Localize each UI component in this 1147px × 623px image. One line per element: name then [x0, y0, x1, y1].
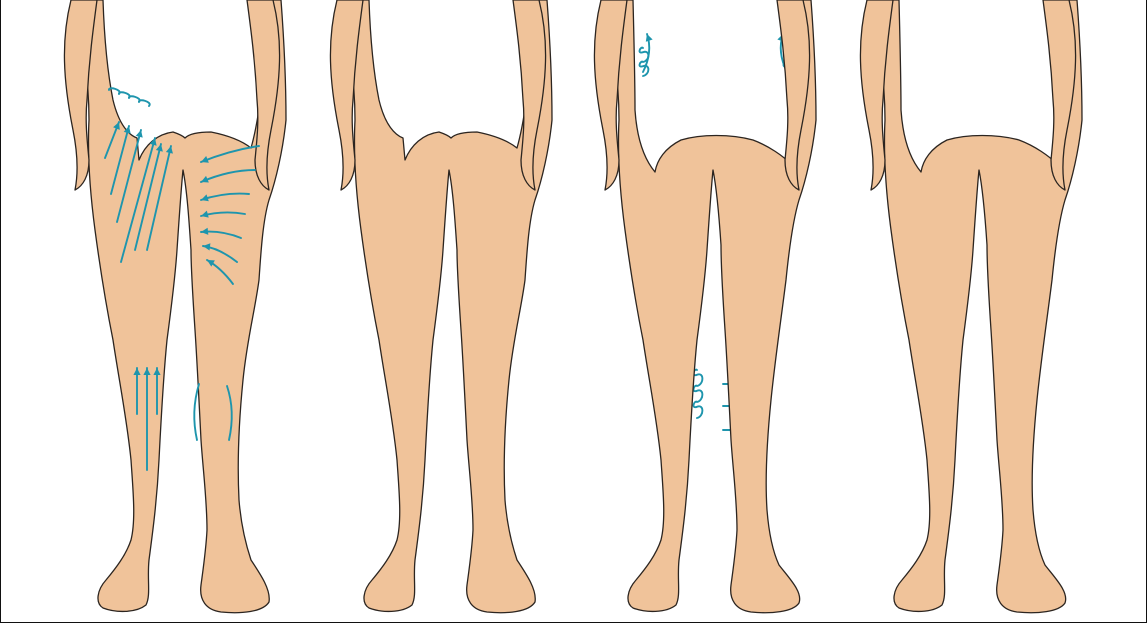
hip-spiral [109, 88, 150, 106]
legs-back-view [867, 0, 1082, 613]
legs-front-view [71, 0, 286, 613]
figure-4 [860, 0, 1147, 613]
legs-front-view [337, 0, 552, 613]
figure-1 [64, 0, 286, 613]
knee-spiral [694, 370, 703, 418]
arrow-head [646, 34, 653, 42]
legs-back-view [601, 0, 816, 613]
